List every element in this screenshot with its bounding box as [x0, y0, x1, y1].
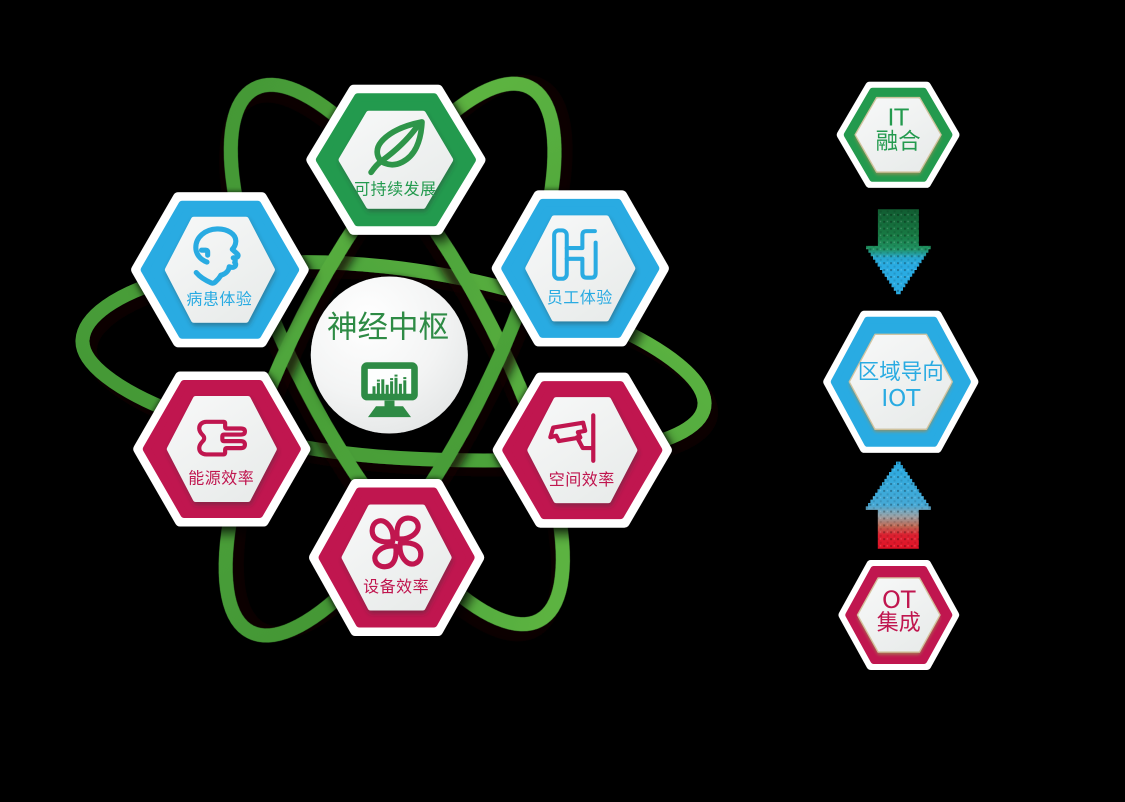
monitor-screen: [361, 362, 418, 401]
hexagon-inner-edge: [854, 96, 942, 173]
hexagon-inner-edge: [856, 577, 941, 653]
leaf-outline: [374, 119, 425, 168]
plug-outline: [197, 419, 247, 457]
node-energy-efficiency: 能源效率: [133, 371, 311, 527]
equalizer-bar: [403, 380, 407, 396]
hexagon-inner-face: [166, 396, 277, 502]
orbit-ring-2: [218, 76, 562, 643]
equalizer-bar: [372, 386, 376, 396]
flow-iot-hexagon: 区域导向 IOT: [823, 310, 979, 453]
equalizer-bar: [376, 382, 380, 396]
hexagon-inner-face: [338, 110, 454, 209]
node-label: 设备效率: [363, 577, 429, 596]
node-label: 能源效率: [188, 469, 254, 488]
hexagon-inner-face: [858, 578, 940, 652]
flow-label-line1: IT: [887, 104, 909, 132]
flow-label-line1: 区域导向: [858, 360, 944, 385]
equalizer-bar: [381, 379, 385, 396]
center-hub-circle: [310, 276, 468, 434]
shoulder-stroke: [193, 269, 224, 286]
node-employee-experience: 员工体验: [491, 190, 669, 347]
head-outline: [193, 226, 241, 278]
camera-mount-arm: [574, 435, 595, 451]
equalizer-bar: [394, 374, 398, 377]
monitor-base: [368, 406, 411, 418]
power-plug-icon: [197, 419, 247, 457]
node-patient-experience: 病患体验: [131, 192, 309, 348]
node-sustainability: 可持续发展: [306, 84, 486, 235]
camera-body: [548, 420, 588, 444]
letter-h-icon: [552, 228, 598, 281]
arrow-up-pixel-texture: [865, 461, 931, 549]
equalizer-bar: [390, 378, 394, 381]
equalizer-bar: [394, 377, 398, 396]
leaf-icon: [368, 119, 425, 176]
fan-icon: [372, 515, 421, 567]
flow-it-hexagon: IT 融合: [836, 81, 960, 188]
orbit-ring-3: [223, 77, 570, 632]
node-label: 空间效率: [549, 470, 615, 489]
center-hub-label: 神经中枢: [327, 311, 449, 346]
hexagon-inner-edge: [848, 333, 953, 430]
arrow-up-icon: [865, 461, 931, 549]
fan-blade: [394, 515, 421, 542]
flow-ot-hexagon: OT 集成: [838, 560, 960, 670]
hexagon-inner-face: [849, 334, 952, 429]
node-label: 可持续发展: [354, 180, 437, 199]
flow-label-line1: OT: [882, 586, 916, 614]
arrow-down-pixel-texture: [866, 209, 931, 295]
ear-detail: [198, 247, 211, 258]
monitor-chart-icon: [361, 362, 418, 418]
h-left-stem: [552, 228, 569, 281]
leaf-stem-vein: [368, 122, 421, 176]
head-profile-icon: [193, 226, 241, 286]
equalizer-bar: [398, 383, 402, 396]
flow-label-line2: IOT: [881, 386, 921, 412]
flow-column: IT 融合 区域导向 IOT OT 集成: [823, 81, 979, 670]
arrow-down-icon: [866, 209, 931, 295]
equalizer-bar: [376, 379, 380, 382]
hexagon-inner-face: [855, 98, 941, 172]
cctv-camera-icon: [548, 413, 596, 463]
equalizer-bar: [403, 377, 407, 380]
flow-label-line2: 集成: [877, 611, 921, 636]
h-crossbar-top: [564, 229, 597, 251]
node-label: 病患体验: [186, 290, 252, 309]
equalizer-bar: [385, 384, 389, 396]
h-crossbar-right-stem: [564, 240, 598, 280]
node-space-efficiency: 空间效率: [492, 372, 672, 528]
node-equipment-efficiency: 设备效率: [309, 479, 485, 636]
flow-label-line2: 融合: [876, 129, 921, 155]
center-hub: 神经中枢: [310, 276, 468, 434]
node-label: 员工体验: [547, 288, 613, 307]
equalizer-bar: [390, 381, 394, 396]
equalizer-bars: [372, 374, 407, 396]
monitor-neck: [384, 400, 395, 408]
